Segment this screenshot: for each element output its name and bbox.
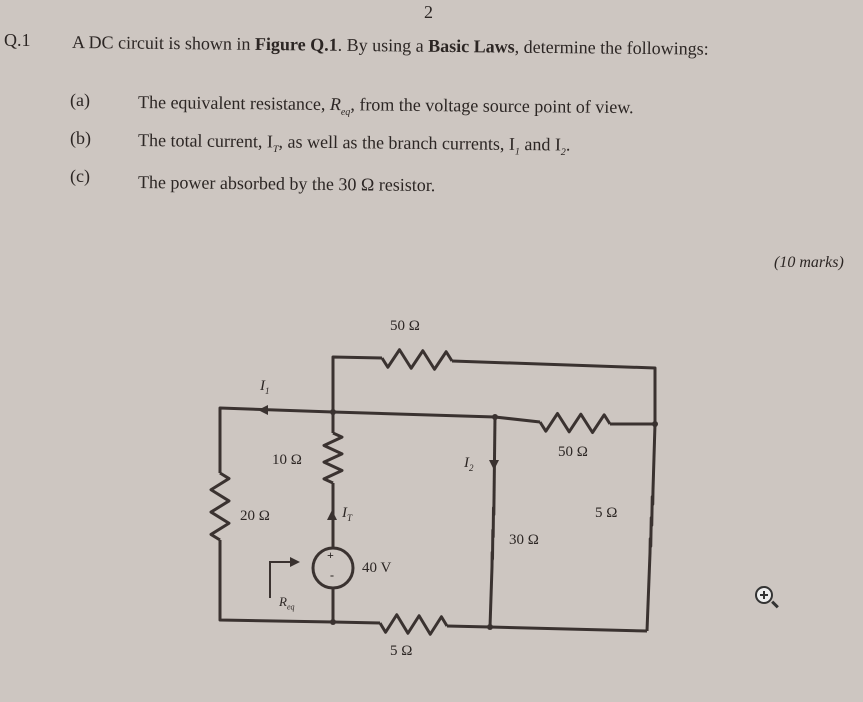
junction-dot <box>330 409 336 415</box>
question-number: Q.1 <box>4 30 31 50</box>
req-symbol: R <box>279 594 287 609</box>
label-req: Req <box>279 594 295 612</box>
wire <box>651 423 657 491</box>
label-i2: I2 <box>464 455 474 473</box>
current-arrow-icon <box>489 460 499 470</box>
item-c-label: (c) <box>70 166 90 186</box>
current-arrow-icon <box>327 510 337 520</box>
marks: (10 marks) <box>774 254 844 271</box>
wire <box>492 416 497 501</box>
current-arrow-icon <box>258 405 268 415</box>
junction-dot <box>487 624 493 630</box>
resistor-10 <box>322 431 344 485</box>
i1-sub: 1 <box>265 386 270 396</box>
source-minus: - <box>330 568 334 582</box>
zoom-in-icon[interactable] <box>755 586 779 609</box>
page-number: 2 <box>424 2 433 22</box>
wire <box>446 624 648 633</box>
resistor-50-top <box>380 348 454 371</box>
item-a-label: (a) <box>70 90 90 110</box>
i2-symbol: I <box>464 455 469 471</box>
label-r-30: 30 Ω <box>509 532 539 548</box>
it-symbol: I <box>342 505 347 521</box>
resistor-20 <box>209 471 231 542</box>
resistor-5-bottom <box>378 613 449 636</box>
junction-dot <box>652 421 658 427</box>
label-r-mid-right: 50 Ω <box>558 444 588 460</box>
label-it: IT <box>342 505 352 523</box>
label-r-5-right: 5 Ω <box>595 505 618 521</box>
wire <box>331 355 383 412</box>
label-r-20: 20 Ω <box>240 508 270 524</box>
source-plus: + <box>327 548 334 562</box>
label-i1: I1 <box>260 378 270 396</box>
item-b-label: (b) <box>70 128 91 148</box>
label-r-5-bottom: 5 Ω <box>390 643 413 659</box>
label-source: 40 V <box>362 560 392 576</box>
wire <box>645 552 652 632</box>
label-r-10: 10 Ω <box>272 452 302 468</box>
junction-dot <box>330 619 336 625</box>
wire <box>488 566 494 628</box>
i2-sub: 2 <box>469 463 474 473</box>
current-arrow-icon <box>290 557 300 567</box>
wire <box>218 540 381 625</box>
resistor-30 <box>490 499 496 568</box>
req-arrow <box>269 561 292 598</box>
resistor-5-right <box>648 489 655 554</box>
junction-dot <box>492 414 498 420</box>
wire <box>451 359 657 424</box>
req-sub: eq <box>286 602 295 612</box>
label-r-top: 50 Ω <box>390 318 420 334</box>
resistor-50-mid <box>538 412 612 434</box>
it-sub: T <box>347 513 353 523</box>
i1-symbol: I <box>260 378 265 394</box>
circuit-wires <box>209 348 658 636</box>
